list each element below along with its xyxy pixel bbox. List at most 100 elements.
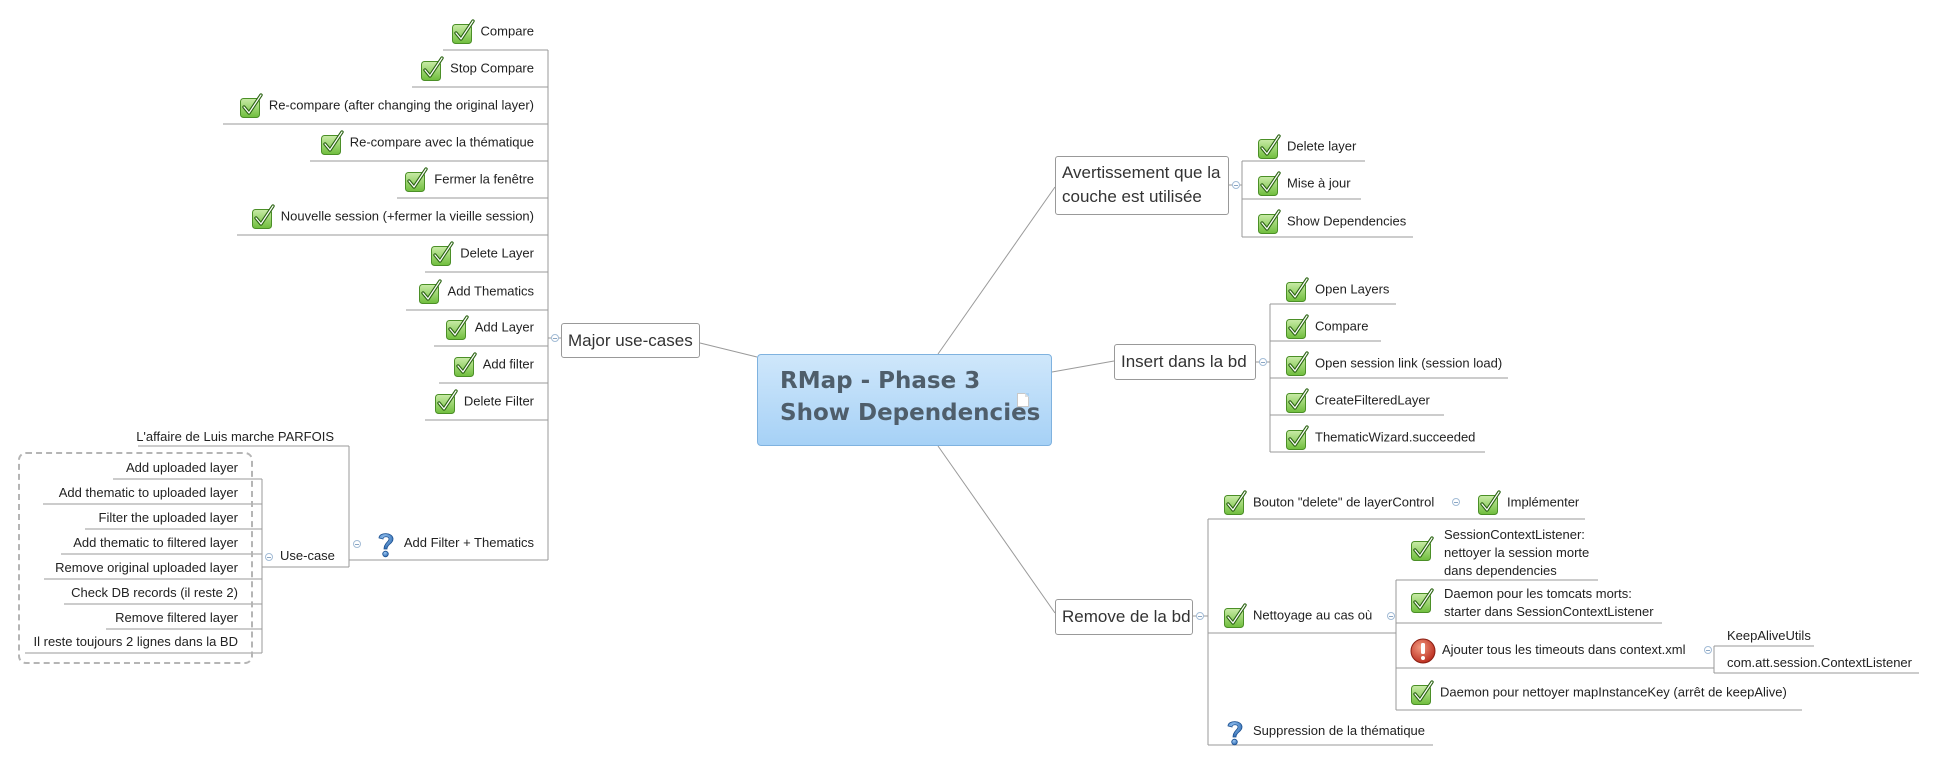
boundary-box <box>18 452 253 664</box>
check-icon <box>1223 603 1247 629</box>
priority-1-icon <box>1410 638 1436 664</box>
insert-item[interactable]: Compare <box>1285 314 1368 338</box>
major-item[interactable]: Add Layer <box>445 315 534 339</box>
check-icon <box>453 352 477 378</box>
item-label: Add Filter + Thematics <box>403 535 534 550</box>
collapse-toggle[interactable] <box>1196 612 1204 620</box>
check-icon <box>1257 171 1281 197</box>
topic-implementer[interactable]: Implémenter <box>1477 490 1579 514</box>
check-icon <box>1257 134 1281 160</box>
check-icon <box>251 204 275 230</box>
item-label: Nettoyage au cas où <box>1253 607 1373 623</box>
collapse-toggle[interactable] <box>1232 181 1240 189</box>
item-label: Suppression de la thématique <box>1253 723 1426 738</box>
check-icon <box>1285 351 1309 377</box>
item-label: Compare <box>480 23 534 39</box>
avert-item[interactable]: Show Dependencies <box>1257 209 1406 233</box>
item-label: Open Layers <box>1315 281 1390 297</box>
item-label: Implémenter <box>1507 494 1580 510</box>
topic-use-case[interactable]: Use-case <box>280 548 335 563</box>
check-icon <box>451 19 475 45</box>
note-icon[interactable] <box>1017 393 1029 407</box>
usecase-step[interactable]: Check DB records (il reste 2) <box>71 585 238 600</box>
check-icon <box>1410 536 1434 562</box>
check-icon <box>320 130 344 156</box>
check-icon <box>445 315 469 341</box>
usecase-step[interactable]: Add thematic to uploaded layer <box>58 485 238 500</box>
topic-daemon-map[interactable]: Daemon pour nettoyer mapInstanceKey (arr… <box>1410 680 1787 704</box>
topic-timeouts[interactable]: Ajouter tous les timeouts dans context.x… <box>1410 636 1686 664</box>
insert-item[interactable]: CreateFilteredLayer <box>1285 388 1430 412</box>
item-label: Delete Filter <box>463 393 534 409</box>
avert-item[interactable]: Mise à jour <box>1257 171 1351 195</box>
item-label: Re-compare avec la thématique <box>349 134 534 150</box>
collapse-toggle[interactable] <box>1452 498 1460 506</box>
item-label: Re-compare (after changing the original … <box>268 97 534 113</box>
item-label: ThematicWizard.succeeded <box>1315 429 1476 445</box>
check-icon <box>239 93 263 119</box>
major-item[interactable]: Delete Filter <box>434 389 534 413</box>
collapse-toggle[interactable] <box>265 553 273 561</box>
item-label: Open session link (session load) <box>1315 355 1503 371</box>
topic-add-filter-thematics[interactable]: Add Filter + Thematics <box>374 527 534 559</box>
major-item[interactable]: Add Thematics <box>418 279 534 303</box>
major-item[interactable]: Compare <box>451 19 534 43</box>
topic-insert[interactable]: Insert dans la bd <box>1114 344 1256 380</box>
item-label: Add filter <box>482 356 534 372</box>
check-icon <box>1285 388 1309 414</box>
line: nettoyer la session morte <box>1444 545 1590 560</box>
note-parfois[interactable]: L'affaire de Luis marche PARFOIS <box>136 429 334 444</box>
avert-line1: Avertissement que la <box>1062 163 1221 182</box>
topic-bouton-delete[interactable]: Bouton "delete" de layerControl <box>1223 490 1434 514</box>
item-label: Delete Layer <box>460 245 534 261</box>
collapse-toggle[interactable] <box>1259 358 1267 366</box>
item-label: Nouvelle session (+fermer la vieille ses… <box>280 208 534 224</box>
item-label: CreateFilteredLayer <box>1315 392 1430 408</box>
item-label: Add Layer <box>474 319 534 335</box>
usecase-step[interactable]: Add uploaded layer <box>125 460 238 475</box>
major-item[interactable]: Add filter <box>453 352 534 376</box>
check-icon <box>420 56 444 82</box>
usecase-step[interactable]: Add thematic to filtered layer <box>73 535 238 550</box>
collapse-toggle[interactable] <box>551 334 559 342</box>
topic-nettoyage[interactable]: Nettoyage au cas où <box>1223 603 1372 627</box>
item-label: Add Thematics <box>447 283 534 299</box>
item-label: Daemon pour nettoyer mapInstanceKey (arr… <box>1440 684 1787 700</box>
insert-item[interactable]: ThematicWizard.succeeded <box>1285 425 1475 449</box>
usecase-step[interactable]: Filter the uploaded layer <box>98 510 238 525</box>
topic-suppression[interactable]: Suppression de la thématique <box>1223 715 1425 747</box>
usecase-step[interactable]: Il reste toujours 2 lignes dans la BD <box>33 634 239 649</box>
check-icon <box>1285 277 1309 303</box>
major-item[interactable]: Stop Compare <box>420 56 534 80</box>
item-label: Ajouter tous les timeouts dans context.x… <box>1442 642 1686 657</box>
item-label: Show Dependencies <box>1287 213 1407 229</box>
topic-remove[interactable]: Remove de la bd <box>1055 599 1193 635</box>
help-icon <box>1223 717 1247 747</box>
usecase-step[interactable]: Remove original uploaded layer <box>55 560 238 575</box>
major-item[interactable]: Delete Layer <box>430 241 534 265</box>
help-icon <box>374 529 398 559</box>
topic-keepaliveutils[interactable]: KeepAliveUtils <box>1727 628 1811 643</box>
major-item[interactable]: Re-compare avec la thématique <box>320 130 534 154</box>
check-icon <box>1285 425 1309 451</box>
avert-item[interactable]: Delete layer <box>1257 134 1356 158</box>
usecase-step[interactable]: Remove filtered layer <box>115 610 238 625</box>
major-item[interactable]: Nouvelle session (+fermer la vieille ses… <box>251 204 534 228</box>
topic-avertissement[interactable]: Avertissement que la couche est utilisée <box>1055 156 1229 215</box>
item-label: Bouton "delete" de layerControl <box>1253 494 1435 510</box>
topic-major-use-cases[interactable]: Major use-cases <box>561 323 700 358</box>
major-item[interactable]: Fermer la fenêtre <box>404 167 534 191</box>
insert-item[interactable]: Open session link (session load) <box>1285 351 1502 375</box>
topic-context-listener[interactable]: com.att.session.ContextListener <box>1727 655 1912 670</box>
insert-item[interactable]: Open Layers <box>1285 277 1389 301</box>
item-label: Stop Compare <box>450 60 534 76</box>
item-label: Delete layer <box>1287 138 1357 154</box>
collapse-toggle[interactable] <box>1387 612 1395 620</box>
major-item[interactable]: Re-compare (after changing the original … <box>239 93 534 117</box>
line: SessionContextListener: <box>1444 527 1585 542</box>
check-icon <box>404 167 428 193</box>
central-topic[interactable]: RMap - Phase 3 Show Dependencies <box>757 354 1052 446</box>
item-label: Compare <box>1315 318 1369 334</box>
collapse-toggle[interactable] <box>353 540 361 548</box>
collapse-toggle[interactable] <box>1704 646 1712 654</box>
